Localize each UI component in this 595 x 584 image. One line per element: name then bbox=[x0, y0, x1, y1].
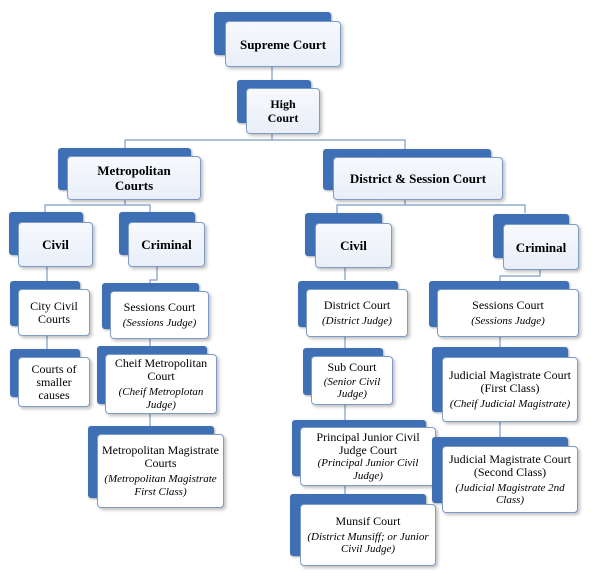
node-title: Sub Court bbox=[327, 359, 377, 374]
edge-high-metro bbox=[124, 132, 273, 150]
node-title: Munsif Court bbox=[335, 513, 401, 528]
node-title: Metropolitan Magistrate Courts bbox=[102, 443, 219, 470]
node-metropolitan-courts: Metropolitan Courts bbox=[58, 148, 201, 200]
node-subtitle: (Senior Civil Judge) bbox=[323, 375, 381, 401]
node-chief-metropolitan-court: Cheif Metropolitan Court (Cheif Metroplo… bbox=[97, 346, 217, 414]
node-title: City Civil Courts bbox=[30, 298, 78, 326]
node-metro-civil: Civil bbox=[9, 212, 93, 267]
edge-high-district bbox=[272, 139, 406, 150]
node-subtitle: (Cheif Metroplotan Judge) bbox=[118, 386, 204, 411]
node-subtitle: (Sessions Judge) bbox=[122, 316, 197, 329]
node-district-civil: Civil bbox=[305, 213, 392, 268]
node-subtitle: (Metropolitan Magistrate First Class) bbox=[104, 473, 217, 498]
node-subtitle: (Cheif Judicial Magistrate) bbox=[449, 397, 571, 410]
node-metro-criminal: Criminal bbox=[119, 212, 205, 267]
node-title: Sessions Court bbox=[123, 299, 196, 314]
node-district-criminal: Criminal bbox=[493, 214, 579, 270]
edge-district-criminal bbox=[405, 204, 526, 213]
node-title: Judicial Magistrate Court (First Class) bbox=[449, 367, 571, 395]
node-courts-smaller-causes: Courts of smaller causes bbox=[10, 349, 90, 407]
node-high-court: High Court bbox=[237, 80, 320, 134]
node-metro-sessions-court: Sessions Court (Sessions Judge) bbox=[102, 283, 209, 339]
node-title: Sessions Court bbox=[472, 297, 544, 312]
node-title: High Court bbox=[267, 97, 299, 125]
node-subtitle: (Sessions Judge) bbox=[471, 314, 545, 327]
node-district-sessions-court: Sessions Court (Sessions Judge) bbox=[429, 281, 579, 337]
node-judicial-magistrate-first-class: Judicial Magistrate Court (First Class) … bbox=[432, 347, 578, 422]
node-principal-junior-civil-judge-court: Principal Junior Civil Judge Court (Prin… bbox=[292, 420, 436, 486]
node-title: Criminal bbox=[141, 237, 192, 252]
node-supreme-court: Supreme Court bbox=[214, 12, 341, 67]
node-title: Civil bbox=[340, 238, 367, 253]
edge-dcriminal-sessions bbox=[499, 268, 541, 282]
edge-district-civil bbox=[336, 197, 406, 213]
node-title: Criminal bbox=[515, 239, 567, 255]
node-title: District & Session Court bbox=[349, 171, 487, 186]
edge-metro-civil bbox=[44, 197, 126, 213]
node-district-court: District Court (District Judge) bbox=[298, 281, 408, 337]
node-title: Courts of smaller causes bbox=[31, 361, 77, 402]
node-title: Principal Junior Civil Judge Court bbox=[316, 430, 420, 457]
node-sub-court: Sub Court (Senior Civil Judge) bbox=[303, 348, 393, 405]
node-metropolitan-magistrate-courts: Metropolitan Magistrate Courts (Metropol… bbox=[88, 426, 224, 508]
node-munsif-court: Munsif Court (District Munsiff; or Junio… bbox=[290, 494, 436, 566]
node-title: Cheif Metropolitan Court bbox=[114, 356, 208, 383]
node-subtitle: (District Munsiff; or Junior Civil Judge… bbox=[307, 530, 429, 556]
edge-mcriminal-sessions bbox=[149, 264, 158, 284]
node-judicial-magistrate-second-class: Judicial Magistrate Court (Second Class)… bbox=[432, 437, 578, 513]
node-title: Supreme Court bbox=[239, 36, 327, 52]
node-district-session-court: District & Session Court bbox=[323, 149, 503, 200]
node-subtitle: (Principal Junior Civil Judge) bbox=[317, 457, 419, 482]
node-city-civil-courts: City Civil Courts bbox=[10, 281, 90, 336]
edge-metro-criminal bbox=[125, 204, 151, 213]
node-subtitle: (Judicial Magistrate 2nd Class) bbox=[455, 481, 565, 507]
node-title: District Court bbox=[323, 297, 391, 312]
node-subtitle: (District Judge) bbox=[322, 314, 392, 327]
node-title: Judicial Magistrate Court (Second Class) bbox=[449, 451, 571, 479]
node-title: Civil bbox=[42, 237, 69, 252]
node-title: Metropolitan Courts bbox=[97, 163, 171, 193]
